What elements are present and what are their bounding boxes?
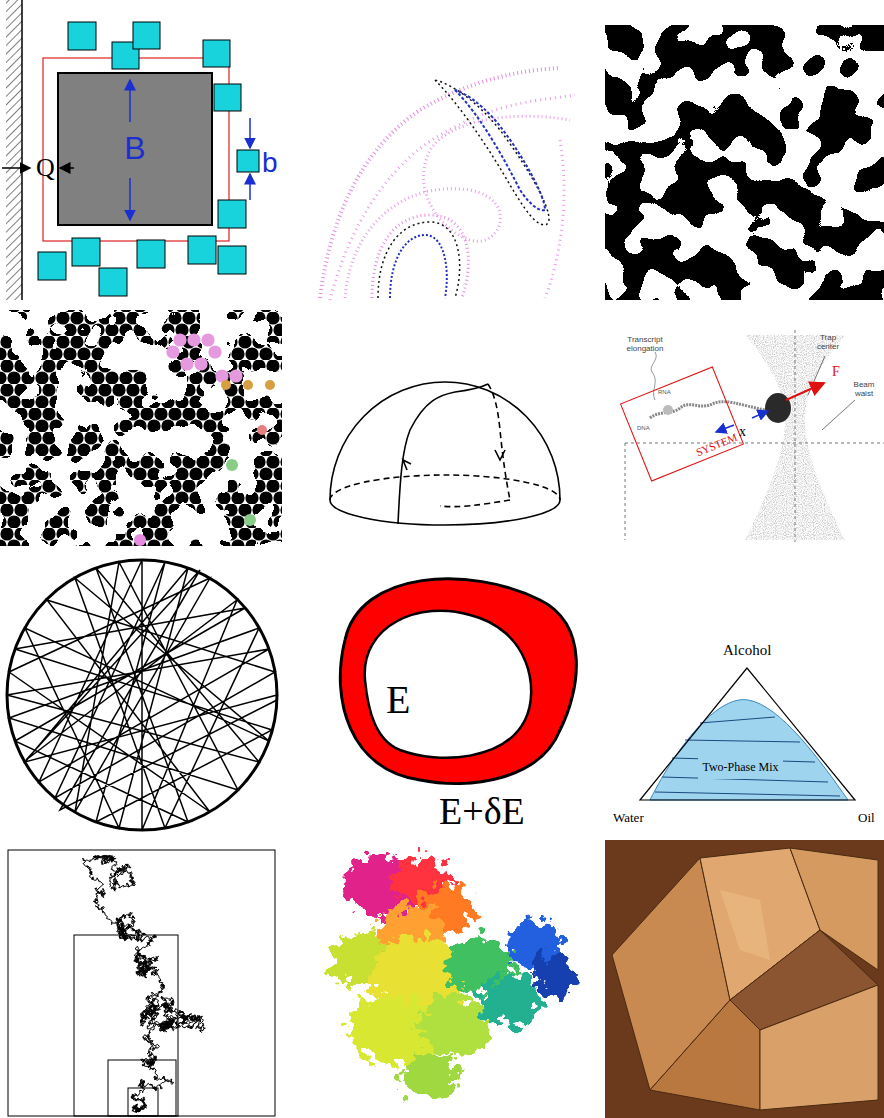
ternary-diagram-panel — [640, 668, 855, 800]
vertex-label: Water — [613, 811, 644, 825]
callout-text: Transcript elongation — [619, 336, 671, 354]
energy-label: E — [386, 678, 410, 722]
hemisphere-panel — [330, 382, 560, 525]
molecule-label: DNA — [637, 425, 650, 432]
callout-text: Trap center — [808, 334, 848, 352]
random-walk-panel — [8, 850, 275, 1116]
system-box: SYSTEM — [620, 366, 744, 481]
percolation-cluster-panel — [330, 855, 577, 1097]
node-text: SYSTEM — [694, 431, 739, 458]
molecule-label: RNA — [658, 389, 671, 396]
displacement-label: x — [739, 424, 746, 439]
particle-size-label: b — [262, 148, 278, 179]
node-text: Two-Phase Mix — [702, 761, 778, 774]
vertex-label: Oil — [858, 811, 875, 825]
vertex-label: Alcohol — [723, 642, 771, 659]
node-text: B — [124, 131, 145, 166]
phase-region-node: Two-Phase Mix — [698, 757, 783, 779]
callout-text: Beam waist — [848, 381, 880, 399]
box-label-node: B — [58, 73, 212, 225]
billiard-panel — [7, 560, 277, 830]
energy-shell-panel — [340, 579, 576, 784]
wall-label: Q — [36, 154, 55, 183]
coarsening-pattern — [605, 25, 884, 300]
phase-portrait-panel — [320, 68, 575, 300]
force-label: F — [832, 364, 840, 379]
box-particles-panel — [2, 0, 259, 300]
optical-trap-panel — [625, 330, 884, 542]
octahedron-puzzle-panel — [605, 840, 884, 1118]
lattice-panel — [0, 310, 282, 546]
energy-shell-label: E+δE — [439, 791, 525, 833]
